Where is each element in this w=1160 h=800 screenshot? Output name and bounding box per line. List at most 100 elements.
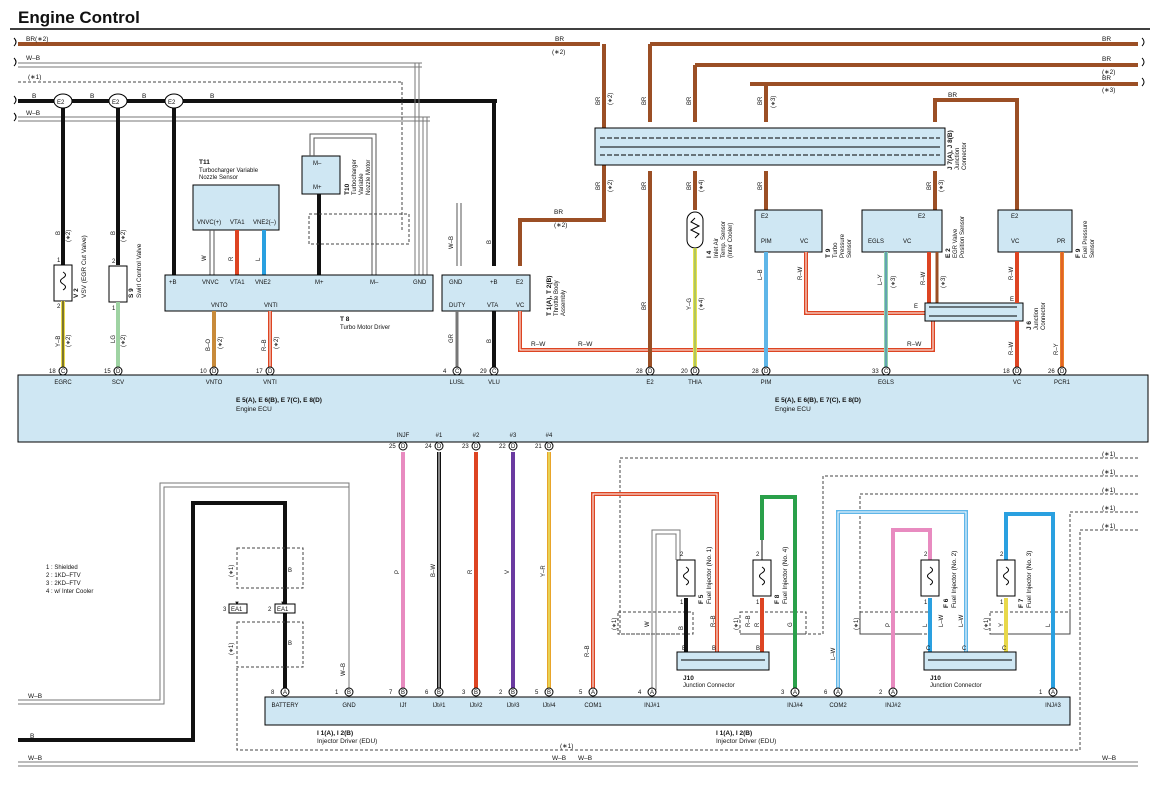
svg-text:2: 2 xyxy=(112,259,116,265)
svg-text:W–B: W–B xyxy=(449,236,455,249)
fuel-injector-3: 2 1 F 7 Fuel Injector (No. 3) xyxy=(996,551,1033,608)
pin-number: 33 xyxy=(872,369,879,375)
pin-number: 18 xyxy=(49,369,56,375)
pin-connector-letter: D xyxy=(547,444,552,450)
svg-text:(∗1): (∗1) xyxy=(229,643,235,655)
svg-text:VNE2(–): VNE2(–) xyxy=(253,220,276,226)
svg-text:V: V xyxy=(505,570,511,574)
svg-text:BR: BR xyxy=(758,181,764,190)
svg-text:1: 1 xyxy=(1000,600,1004,606)
svg-text:GND: GND xyxy=(413,280,427,286)
svg-text:L: L xyxy=(923,623,929,627)
svg-text:BR: BR xyxy=(758,96,764,105)
svg-text:R: R xyxy=(468,569,474,574)
svg-text:B: B xyxy=(288,568,292,574)
turbo-motor-driver: +B VNVC VTA1 VNE2 M+ M– GND VNTO VNTI T … xyxy=(164,274,434,331)
svg-text:(∗3): (∗3) xyxy=(771,96,777,108)
injector-1-4-wiring xyxy=(591,492,797,690)
svg-text:Fuel Injector (No. 4): Fuel Injector (No. 4) xyxy=(782,547,789,604)
pin-name: COM2 xyxy=(829,703,847,709)
svg-text:B: B xyxy=(487,339,493,343)
pin-number: 5 xyxy=(535,690,539,696)
svg-text:M–: M– xyxy=(313,161,322,167)
svg-text:VC: VC xyxy=(800,239,809,245)
svg-text:(∗1): (∗1) xyxy=(984,618,990,630)
pin-name: IJt#2 xyxy=(469,703,483,709)
svg-text:I 4: I 4 xyxy=(706,250,713,258)
svg-text:(∗3): (∗3) xyxy=(941,276,947,288)
svg-text:B: B xyxy=(712,646,716,652)
svg-text:R: R xyxy=(229,256,235,261)
svg-text:Y–B: Y–B xyxy=(56,336,62,347)
svg-text:VTA1: VTA1 xyxy=(230,220,245,226)
svg-text:BR: BR xyxy=(554,209,563,216)
svg-text:(∗2): (∗2) xyxy=(608,93,614,105)
pin-number: 18 xyxy=(1003,369,1010,375)
pin-name: #4 xyxy=(546,433,553,439)
pin-connector-letter: C xyxy=(884,369,889,375)
svg-text:+B: +B xyxy=(490,280,498,286)
pin-number: 4 xyxy=(443,369,447,375)
page-title: Engine Control xyxy=(18,8,140,27)
ea1-connector-right: ▼ EA1 2 xyxy=(268,601,296,614)
svg-text:Fuel Injector (No. 2): Fuel Injector (No. 2) xyxy=(951,551,958,608)
svg-text:E2: E2 xyxy=(112,100,120,106)
svg-text:I 1(A), I 2(B): I 1(A), I 2(B) xyxy=(716,730,752,737)
svg-text:B: B xyxy=(56,231,62,235)
svg-text:T 1(A), T 2(B): T 1(A), T 2(B) xyxy=(546,276,553,316)
pin-name: VNTI xyxy=(263,380,277,386)
pin-connector-letter: A xyxy=(1051,690,1055,696)
pin-connector-letter: A xyxy=(891,690,895,696)
pin-connector-letter: D xyxy=(511,444,516,450)
pin-connector-letter: A xyxy=(836,690,840,696)
svg-text:Nozzle Sensor: Nozzle Sensor xyxy=(199,175,238,181)
svg-text:Fuel Injector (No. 3): Fuel Injector (No. 3) xyxy=(1026,551,1033,608)
svg-text:VNE2: VNE2 xyxy=(255,280,271,286)
svg-text:(∗1): (∗1) xyxy=(1102,469,1115,476)
svg-text:1: 1 xyxy=(57,258,61,264)
svg-text:Temp. Sensor: Temp. Sensor xyxy=(721,221,727,258)
svg-text:EGR Valve: EGR Valve xyxy=(953,228,959,258)
pin-connector-letter: B xyxy=(347,690,351,696)
svg-text:Connector: Connector xyxy=(1041,302,1047,330)
svg-text:BR: BR xyxy=(642,181,648,190)
pin-name: COM1 xyxy=(584,703,602,709)
pin-connector-letter: D xyxy=(1060,369,1065,375)
pin-number: 3 xyxy=(462,690,466,696)
wire-label-b: B xyxy=(90,93,94,100)
svg-text:2: 2 xyxy=(1000,552,1004,558)
svg-text:2: 2 xyxy=(57,304,61,310)
svg-text:Y–R: Y–R xyxy=(541,565,547,577)
svg-text:Sensor: Sensor xyxy=(1090,239,1096,258)
svg-text:VTA1: VTA1 xyxy=(230,280,245,286)
pin-connector-letter: D xyxy=(648,369,653,375)
svg-text:L–W: L–W xyxy=(939,614,945,627)
svg-text:B: B xyxy=(487,240,493,244)
svg-text:BR: BR xyxy=(687,181,693,190)
pin-name: INJ#1 xyxy=(644,703,660,709)
pin-connector-letter: B xyxy=(401,690,405,696)
svg-text:2: 2 xyxy=(680,552,684,558)
svg-text:Nozzle Motor: Nozzle Motor xyxy=(366,160,372,195)
fuel-injector-4: 2 1 F 8 Fuel Injector (No. 4) xyxy=(752,547,789,606)
svg-text:E2: E2 xyxy=(1011,214,1019,220)
svg-text:(Inter Cooler): (Inter Cooler) xyxy=(728,223,734,258)
pin-name: VNTO xyxy=(206,380,223,386)
shield-box-top xyxy=(236,547,304,589)
svg-text:J10: J10 xyxy=(683,675,694,682)
pin-name: EGLS xyxy=(878,380,894,386)
shield-box-bottom xyxy=(236,621,304,668)
pin-number: 1 xyxy=(1039,690,1043,696)
pin-name: LUSL xyxy=(449,380,465,386)
svg-text:(∗4): (∗4) xyxy=(699,180,705,192)
v2-code: V 2 xyxy=(73,288,80,298)
svg-text:R–B: R–B xyxy=(711,615,717,627)
svg-text:Turbo: Turbo xyxy=(833,242,839,258)
